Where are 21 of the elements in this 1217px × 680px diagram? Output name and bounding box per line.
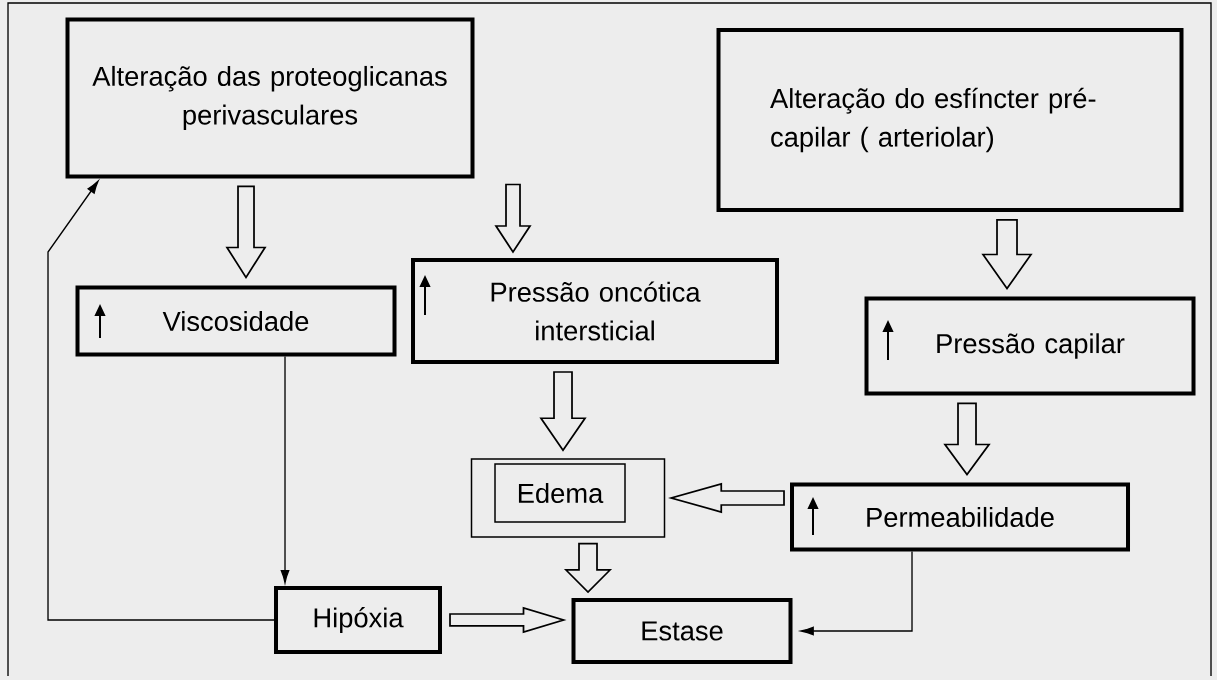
process-box: Permeabilidade (790, 482, 1130, 552)
block-arrow (494, 183, 532, 254)
process-box: Viscosidade (75, 285, 397, 357)
block-arrow (668, 482, 785, 514)
arrow (47, 180, 275, 621)
process-box: Estase (571, 598, 793, 664)
arrow (800, 550, 913, 636)
process-box: Pressão oncótica intersticial (411, 258, 779, 364)
block-arrow (449, 606, 567, 634)
process-box: Alteração do esfíncter pré-capilar ( arteriolar) (716, 28, 1184, 212)
process-box: Edema (494, 463, 626, 523)
process-box: Pressão capilar (864, 296, 1196, 396)
block-arrow (225, 185, 267, 280)
process-box: Alteração das proteoglicanas perivasculares (65, 17, 475, 179)
block-arrow (563, 542, 613, 594)
block-arrow (943, 402, 991, 476)
process-box: Hipóxia (274, 586, 442, 654)
block-arrow (981, 219, 1033, 290)
empty-box (470, 458, 666, 538)
arrow (280, 355, 290, 584)
block-arrow (539, 371, 587, 452)
